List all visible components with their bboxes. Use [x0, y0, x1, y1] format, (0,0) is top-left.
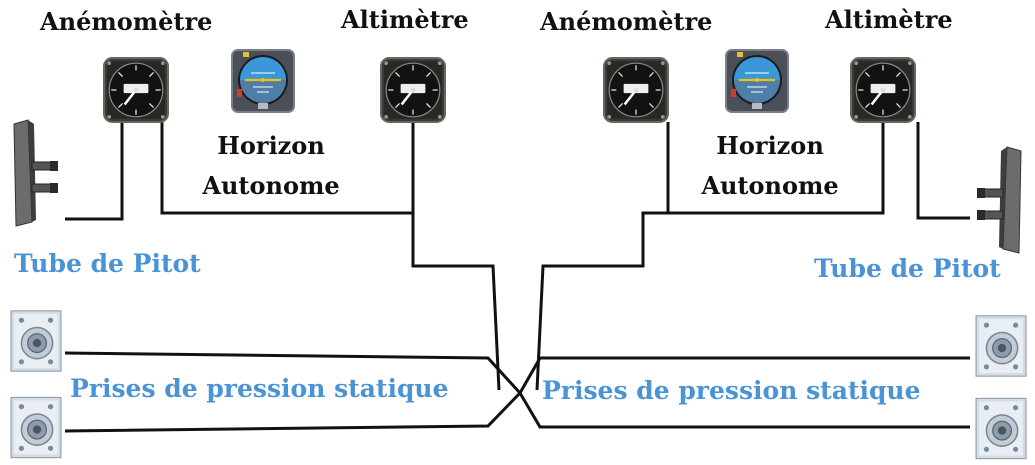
right-static-port-upper-icon — [975, 314, 1027, 378]
right-horizon-label-line2: Autonome — [701, 171, 839, 200]
left-anemometre-label: Anémomètre — [40, 7, 213, 36]
right-horizon-label-line1: Horizon — [716, 131, 824, 160]
right-pitot-line — [916, 122, 970, 220]
left-static-lower — [64, 391, 522, 433]
left-horizon-label-line2: Autonome — [202, 171, 340, 200]
left-static-label: Prises de pression statique — [68, 374, 451, 403]
left-static-to-anemometre — [160, 122, 413, 215]
right-static-upper — [518, 356, 970, 394]
right-altimetre-line — [535, 122, 885, 391]
left-altimetre-line — [411, 122, 501, 391]
right-anemometre-label: Anémomètre — [540, 7, 713, 36]
left-pitot-label: Tube de Pitot — [14, 249, 201, 278]
right-altimetre-label: Altimètre — [825, 5, 953, 34]
right-static-lower — [518, 392, 970, 429]
left-static-port-upper-icon — [10, 309, 62, 373]
right-static-to-anemometre — [643, 122, 670, 215]
left-altimetre-label: Altimètre — [341, 5, 469, 34]
left-anemometre-icon — [103, 56, 169, 124]
left-static-port-lower-icon — [10, 396, 62, 459]
right-pitot-tube-icon — [976, 146, 1022, 254]
tubing-lines — [64, 122, 970, 433]
left-horizon-label-line1: Horizon — [217, 131, 325, 160]
right-horizon-icon — [725, 48, 789, 114]
right-altimetre-icon — [850, 56, 916, 124]
right-pitot-label: Tube de Pitot — [814, 254, 1001, 283]
right-anemometre-icon — [603, 56, 669, 124]
left-pitot-tube-icon — [13, 119, 59, 227]
right-static-label: Prises de pression statique — [540, 376, 923, 405]
left-horizon-icon — [231, 48, 295, 114]
left-altimetre-icon — [380, 56, 446, 124]
left-pitot-line — [65, 122, 124, 221]
left-static-upper — [64, 351, 522, 395]
right-static-port-lower-icon — [975, 397, 1027, 460]
